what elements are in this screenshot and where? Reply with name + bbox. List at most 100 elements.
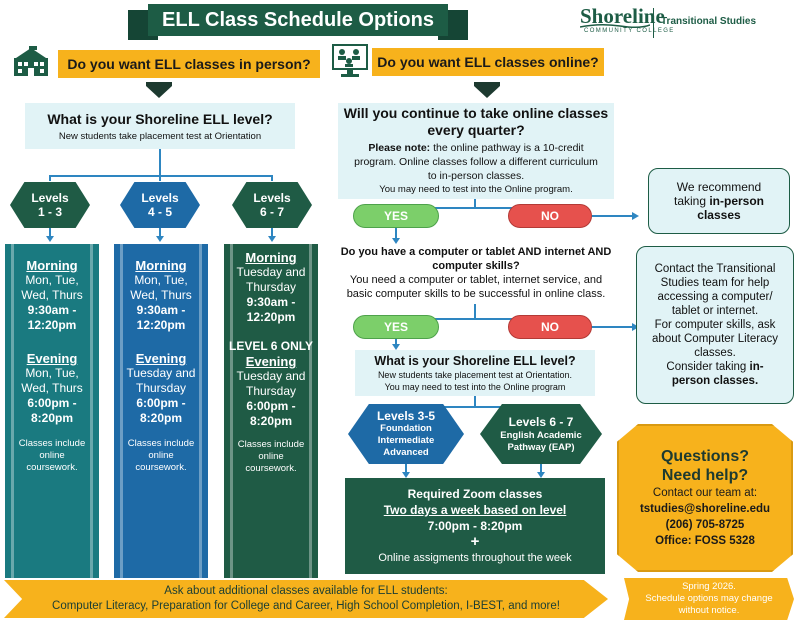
help-phone: (206) 705-8725 xyxy=(665,519,745,531)
evening-days-2: Thursday xyxy=(135,381,187,395)
morning-days-1: Mon, Tue, xyxy=(134,273,188,287)
online-level-note-1: New students take placement test at Orie… xyxy=(377,370,573,380)
note-text-1: the online pathway is a 10-credit xyxy=(430,142,584,154)
q2-no-arrow xyxy=(632,323,639,331)
coursework-note-3: coursework. xyxy=(135,462,187,473)
coursework-note-3: coursework. xyxy=(26,462,78,473)
morning-time-2: 12:20pm xyxy=(246,310,296,324)
schedule-column-6-7: Morning Tuesday and Thursday 9:30am - 12… xyxy=(224,244,318,578)
computer-question-2: computer skills? xyxy=(432,260,520,272)
in-person-level-title: What is your Shoreline ELL level? xyxy=(47,110,273,127)
title-ribbon xyxy=(148,4,448,36)
contact-line-3: accessing a computer/ xyxy=(657,291,773,303)
continue-online-box: Will you continue to take online classes… xyxy=(338,103,614,199)
recommend-in-person-box: We recommend taking in-person classes xyxy=(648,168,790,234)
online-level-box: What is your Shoreline ELL level? New st… xyxy=(355,350,595,396)
hex-drop-2 xyxy=(159,228,161,236)
evening-time-2: 8:20pm xyxy=(249,414,293,428)
contact-line-5: For computer skills, ask xyxy=(654,319,776,331)
contact-line-1: Contact the Transitional xyxy=(654,263,776,275)
help-email[interactable]: tstudies@shoreline.edu xyxy=(639,503,771,515)
q1-no-line xyxy=(592,215,632,217)
level-hex-4-5: Levels 4 - 5 xyxy=(120,182,200,228)
contact-line-4: tablet or internet. xyxy=(671,305,759,317)
continue-online-question-2: every quarter? xyxy=(427,122,525,138)
online-hex-levels-6-7: Levels 6 - 7 English Academic Pathway (E… xyxy=(480,404,602,464)
q1-yes-arrow xyxy=(392,238,400,244)
logo-separator xyxy=(653,8,654,38)
q2-yes-arrow xyxy=(392,344,400,350)
hex-to-zoom-right xyxy=(540,464,542,472)
department-name: Transitional Studies xyxy=(661,16,757,27)
additional-classes-banner: Ask about additional classes available f… xyxy=(4,580,608,618)
evening-days-2: Thursday xyxy=(245,384,297,398)
morning-time-1: 9:30am - xyxy=(136,303,186,317)
q1-bar xyxy=(396,207,546,209)
q1-yes-line xyxy=(395,228,397,238)
column-edge-right xyxy=(90,244,93,578)
recommend-bold-1: in-person xyxy=(709,194,765,208)
hex-arrow-1 xyxy=(46,236,54,242)
online-hex-6-7-title: Levels 6 - 7 xyxy=(508,414,574,429)
morning-days-2: Thursday xyxy=(245,280,297,294)
recommend-bold-2: classes xyxy=(697,208,741,222)
questions-help-box: Questions? Need help? Contact our team a… xyxy=(617,424,793,572)
morning-heading: Morning xyxy=(135,258,187,273)
hex-drop-3 xyxy=(271,228,273,236)
morning-heading: Morning xyxy=(245,250,297,265)
hex-arrow-3 xyxy=(268,236,276,242)
help-contact: Contact our team at: xyxy=(652,487,758,499)
online-question: Do you want ELL classes online? xyxy=(372,48,604,76)
evening-time-1: 6:00pm - xyxy=(246,399,296,413)
evening-days-1: Tuesday and xyxy=(236,369,306,383)
q1-no-pill: NO xyxy=(508,204,592,228)
computer-need-2: basic computer skills to be successful i… xyxy=(346,288,606,300)
note-text-4: You may need to test into the Online pro… xyxy=(379,184,573,195)
zoom-days: Two days a week based on level xyxy=(383,503,567,517)
level-hex-4-5-line1: Levels xyxy=(141,191,179,205)
online-arrow xyxy=(474,86,500,98)
evening-days-1: Tuesday and xyxy=(126,366,196,380)
online-hex-3-5-line2: Foundation xyxy=(380,423,432,434)
evening-days-1: Mon, Tue, xyxy=(25,366,79,380)
hex-drop-1 xyxy=(49,228,51,236)
level-hex-4-5-line2: 4 - 5 xyxy=(147,205,172,219)
recommend-line-1: We recommend xyxy=(676,180,762,194)
level-hex-1-3-line1: Levels xyxy=(31,191,69,205)
schedule-note-banner: Spring 2026. Schedule options may change… xyxy=(624,578,794,620)
in-person-level-box: What is your Shoreline ELL level? New st… xyxy=(25,103,295,149)
morning-time-1: 9:30am - xyxy=(27,303,77,317)
schedule-column-1-3: Morning Mon, Tue, Wed, Thurs 9:30am - 12… xyxy=(5,244,99,578)
tree-drop-2 xyxy=(159,175,161,181)
morning-days-2: Wed, Thurs xyxy=(130,288,192,302)
coursework-note-1: Classes include xyxy=(18,438,86,449)
computer-question-1: Do you have a computer or tablet AND int… xyxy=(340,246,612,258)
column-edge-left xyxy=(120,244,123,578)
level-hex-6-7-line1: Levels xyxy=(253,191,291,205)
schedule-column-4-5: Morning Mon, Tue, Wed, Thurs 9:30am - 12… xyxy=(114,244,208,578)
evening-heading: Evening xyxy=(135,351,187,366)
q2-no-line xyxy=(592,326,632,328)
q1-no-arrow xyxy=(632,212,639,220)
logo-subtitle: COMMUNITY COLLEGE xyxy=(584,28,675,34)
online-level-note-2: You may need to test into the Online pro… xyxy=(384,382,566,392)
morning-days-1: Mon, Tue, xyxy=(25,273,79,287)
level-hex-6-7-line2: 6 - 7 xyxy=(259,205,284,219)
in-person-question: Do you want ELL classes in person? xyxy=(58,50,320,78)
logo-name: Shoreline xyxy=(580,4,665,28)
contact-line-9-bold: person classes. xyxy=(671,375,759,387)
contact-line-8: Consider taking xyxy=(666,361,750,373)
evening-days-2: Wed, Thurs xyxy=(21,381,83,395)
online-hex-3-5-title: Levels 3-5 xyxy=(376,409,436,423)
q2-stem xyxy=(474,304,476,318)
zoom-classes-box: Required Zoom classes Two days a week ba… xyxy=(345,478,605,574)
q1-stem xyxy=(474,199,476,207)
continue-online-question-1: Will you continue to take online classes xyxy=(343,105,609,121)
morning-heading: Morning xyxy=(26,258,78,273)
coursework-note-2: online xyxy=(39,450,65,461)
coursework-note-1: Classes include xyxy=(237,439,305,450)
hex-to-zoom-left xyxy=(405,464,407,472)
level-hex-6-7: Levels 6 - 7 xyxy=(232,182,312,228)
level-hex-1-3: Levels 1 - 3 xyxy=(10,182,90,228)
evening-time-1: 6:00pm - xyxy=(136,396,186,410)
